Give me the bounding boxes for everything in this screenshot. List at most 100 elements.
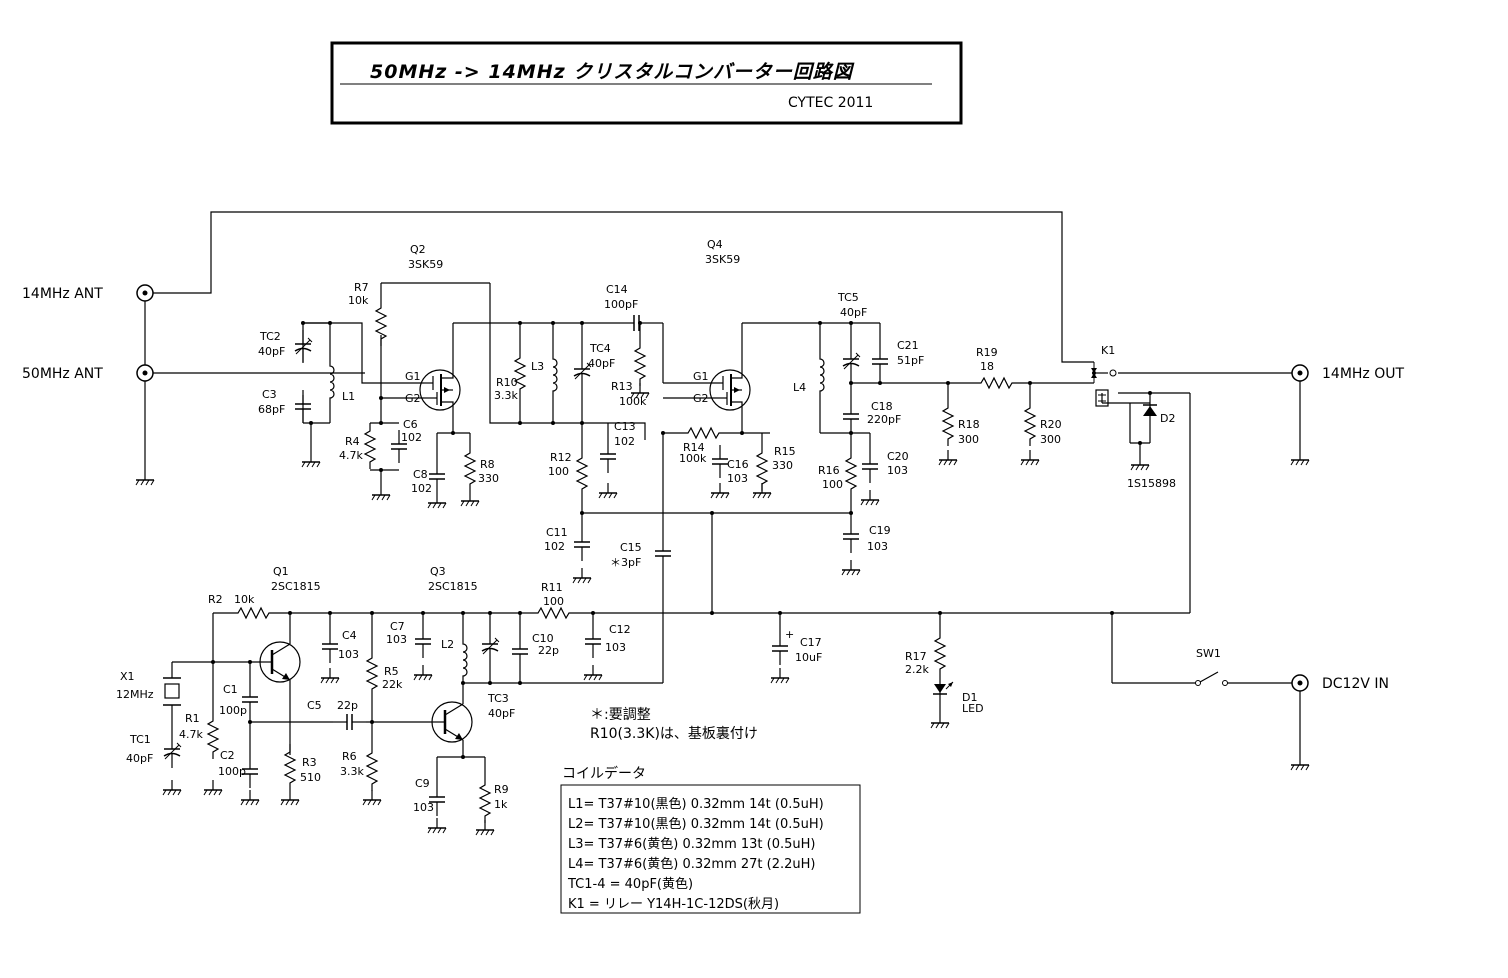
r18-val: 300: [958, 433, 979, 446]
tc2-val: 40pF: [258, 345, 285, 358]
junctions: [143, 291, 1152, 759]
relay-k1-icon: [1091, 362, 1117, 407]
q4-part: 3SK59: [705, 253, 740, 266]
c9-ref: C9: [415, 777, 430, 790]
c15-val: ＊3pF: [610, 556, 641, 569]
ant50-label: 50MHz ANT: [22, 366, 103, 382]
c4-val: 103: [338, 648, 359, 661]
r20-ref: R20: [1040, 418, 1062, 431]
r10-ref: R10: [496, 376, 518, 389]
q4-ref: Q4: [707, 238, 723, 251]
x1-ref: X1: [120, 670, 135, 683]
c6-ref: C6: [403, 418, 418, 431]
author-text: CYTEC 2011: [788, 95, 873, 111]
r19-ref: R19: [976, 346, 998, 359]
c20-ref: C20: [887, 450, 909, 463]
r10-val: 3.3k: [494, 389, 518, 402]
r9-ref: R9: [494, 783, 509, 796]
x1-val: 12MHz: [116, 688, 154, 701]
q2-mosfet-icon: [419, 365, 461, 411]
crystal-icon: [163, 677, 181, 706]
c19-ref: C19: [869, 524, 891, 537]
r3-val: 510: [300, 771, 321, 784]
note-r10: R10(3.3K)は、基板裏付け: [590, 725, 758, 742]
q2-g1-label: G1: [405, 370, 421, 383]
coil-table-title: コイルデータ: [562, 765, 646, 782]
r13-ref: R13: [611, 380, 633, 393]
k1-ref: K1: [1101, 344, 1115, 357]
dcin-connector-icon: [1291, 674, 1309, 692]
sw1-ref: SW1: [1196, 647, 1221, 660]
l4-ref: L4: [793, 381, 806, 394]
c19-val: 103: [867, 540, 888, 553]
c3-val: 68pF: [258, 403, 285, 416]
q1-transistor-icon: [259, 640, 301, 689]
r8-ref: R8: [480, 458, 495, 471]
q2-part: 3SK59: [408, 258, 443, 271]
r1-val: 4.7k: [179, 728, 203, 741]
c18-val: 220pF: [867, 413, 901, 426]
c8-ref: C8: [413, 468, 428, 481]
c5-ref: C5: [307, 699, 322, 712]
r5-ref: R5: [384, 665, 399, 678]
r12-val: 100: [548, 465, 569, 478]
d2-val: 1S15898: [1127, 477, 1176, 490]
component-labels: TC2 40pF C3 68pF L1 R7 10k R4 4.7k C6 10…: [116, 281, 1221, 814]
c20-val: 103: [887, 464, 908, 477]
c3-ref: C3: [262, 388, 277, 401]
q1-ref: Q1: [273, 565, 289, 578]
diode-d2-icon: [1143, 403, 1157, 423]
c7-ref: C7: [390, 620, 405, 633]
d2-ref: D2: [1160, 412, 1175, 425]
c14-val: 100pF: [604, 298, 638, 311]
title-frame: [330, 41, 963, 125]
coil-table-row: L2= T37#10(黒色) 0.32mm 14t (0.5uH): [568, 816, 824, 832]
c9-val: 103: [413, 801, 434, 814]
c16-val: 103: [727, 472, 748, 485]
c1-ref: C1: [223, 683, 238, 696]
d1-ref: D1: [962, 691, 977, 704]
r16-val: 100: [822, 478, 843, 491]
r16-ref: R16: [818, 464, 840, 477]
l2-ref: L2: [441, 638, 454, 651]
c18-ref: C18: [871, 400, 893, 413]
r11-ref: R11: [541, 581, 563, 594]
tc4-ref: TC4: [589, 342, 611, 355]
r18-ref: R18: [958, 418, 980, 431]
c1-val: 100p: [219, 704, 247, 717]
c21-val: 51pF: [897, 354, 924, 367]
ant14-label: 14MHz ANT: [22, 286, 103, 302]
c13-ref: C13: [614, 420, 636, 433]
dcin-label: DC12V IN: [1322, 676, 1389, 692]
coil-table-row: L4= T37#6(黄色) 0.32mm 27t (2.2uH): [568, 856, 815, 872]
c16-ref: C16: [727, 458, 749, 471]
c17-ref: C17: [800, 636, 822, 649]
out14-label: 14MHz OUT: [1322, 366, 1404, 382]
tc5-val: 40pF: [840, 306, 867, 319]
switch-sw1-icon: [1195, 671, 1228, 686]
r17-val: 2.2k: [905, 663, 929, 676]
wires: [144, 211, 1301, 783]
tc3-val: 40pF: [488, 707, 515, 720]
q2-ref: Q2: [410, 243, 426, 256]
r4-val: 4.7k: [339, 449, 363, 462]
r7-ref: R7: [354, 281, 369, 294]
q2-g2-label: G2: [405, 392, 421, 405]
title-text: 50MHz -> 14MHz クリスタルコンバーター回路図: [370, 61, 855, 83]
r19-val: 18: [980, 360, 994, 373]
out14-connector-icon: [1291, 364, 1309, 382]
r5-val: 22k: [382, 678, 403, 691]
c2-ref: C2: [220, 749, 235, 762]
c5-val: 22p: [337, 699, 358, 712]
tc2-ref: TC2: [259, 330, 281, 343]
q3-ref: Q3: [430, 565, 446, 578]
ant14-connector-icon: [136, 284, 154, 302]
q3-part: 2SC1815: [428, 580, 478, 593]
c17-plus-mark: +: [785, 628, 794, 641]
r6-val: 3.3k: [340, 765, 364, 778]
c12-ref: C12: [609, 623, 631, 636]
r3-ref: R3: [302, 756, 317, 769]
c10-val: 22p: [538, 644, 559, 657]
c6-val: 102: [401, 431, 422, 444]
c2-val: 100p: [218, 765, 246, 778]
